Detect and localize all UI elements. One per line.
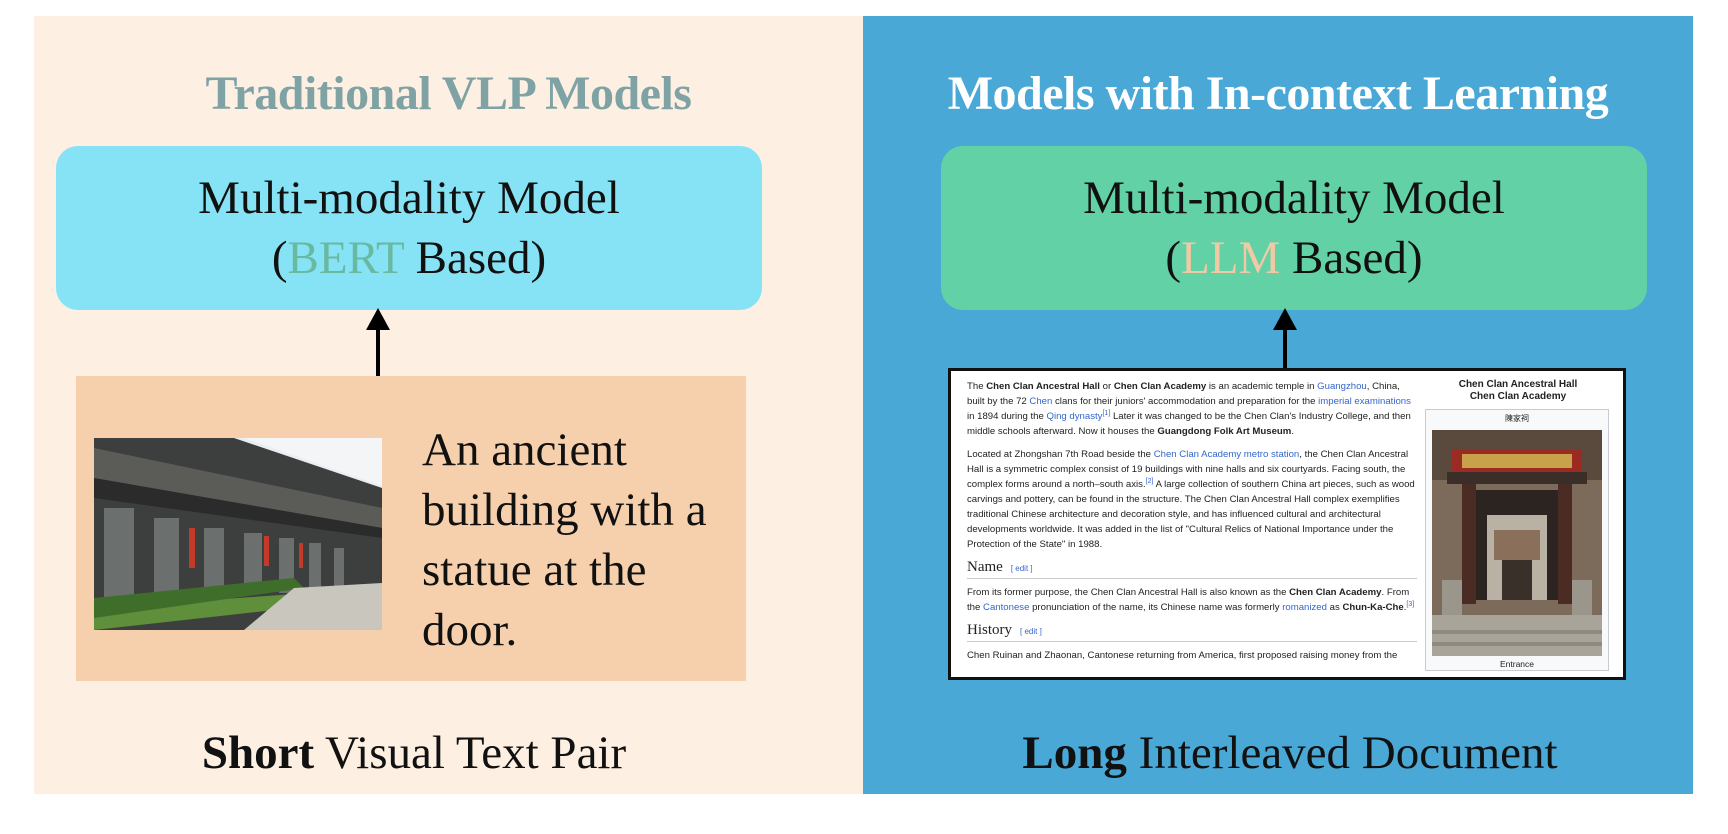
edit-link[interactable]: [ edit ] (1010, 564, 1033, 573)
entrance-photo[interactable] (1432, 430, 1602, 656)
bert-model-box: Multi-modality Model (BERT Based) (56, 146, 762, 310)
model-type: (LLM Based) (1165, 228, 1422, 288)
model-type-highlight: BERT (287, 232, 404, 284)
citation[interactable]: [1] (1102, 409, 1111, 417)
infobox-caption: Entrance (1499, 659, 1535, 669)
interleaved-document: The Chen Clan Ancestral Hall or Chen Cla… (948, 368, 1626, 680)
up-arrow-icon (1273, 308, 1297, 368)
visual-text-pair: An ancient building with a statue at the… (76, 376, 746, 681)
citation[interactable]: [3] (1406, 600, 1415, 608)
pair-caption: An ancient building with a statue at the… (422, 424, 707, 656)
panel-title: Models with In-context Learning (947, 67, 1609, 120)
model-type-rest: Based) (403, 232, 547, 284)
link[interactable]: Guangzhou (1317, 381, 1367, 392)
paragraph: The Chen Clan Ancestral Hall or Chen Cla… (967, 381, 1411, 437)
edit-link[interactable]: [ edit ] (1020, 627, 1042, 636)
model-type: (BERT Based) (272, 228, 546, 288)
paragraph: From its former purpose, the Chen Clan A… (967, 587, 1415, 613)
model-type-rest: Based) (1280, 232, 1423, 284)
link[interactable]: imperial examinations (1318, 396, 1411, 407)
citation[interactable]: [2] (1145, 477, 1154, 485)
llm-model-box: Multi-modality Model (LLM Based) (941, 146, 1647, 310)
up-arrow-icon (366, 308, 390, 376)
model-type-highlight: LLM (1181, 232, 1281, 284)
ancient-building-photo (94, 438, 382, 630)
paren: ( (1165, 232, 1182, 284)
model-name: Multi-modality Model (1083, 172, 1505, 224)
link[interactable]: Chen (1029, 396, 1053, 407)
link[interactable]: Chen Clan Academy metro station (1153, 449, 1300, 460)
link[interactable]: Cantonese (983, 602, 1030, 613)
model-name: Multi-modality Model (198, 172, 620, 224)
link[interactable]: romanized (1282, 602, 1327, 613)
infobox-native-name: 陳家祠 (1505, 414, 1529, 423)
infobox: Chen Clan Ancestral Hall Chen Clan Acade… (1425, 379, 1611, 677)
short-pair-label: Short Visual Text Pair (201, 727, 627, 779)
document-text: The Chen Clan Ancestral Hall or Chen Cla… (967, 379, 1417, 671)
paragraph: Located at Zhongshan 7th Road beside the… (967, 449, 1415, 550)
long-document-label: Long Interleaved Document (1022, 727, 1558, 779)
infobox-frame: 陳家祠 Entrance (1425, 409, 1609, 671)
infobox-title: Chen Clan Ancestral Hall Chen Clan Acade… (1458, 379, 1578, 402)
section-heading: Name[ edit ] (967, 560, 1417, 579)
paragraph: Chen Ruinan and Zhaonan, Cantonese retur… (967, 650, 1398, 661)
link[interactable]: Qing dynasty (1046, 411, 1103, 422)
section-heading: History[ edit ] (967, 623, 1417, 642)
panel-title: Traditional VLP Models (205, 67, 692, 120)
paren: ( (271, 232, 288, 284)
